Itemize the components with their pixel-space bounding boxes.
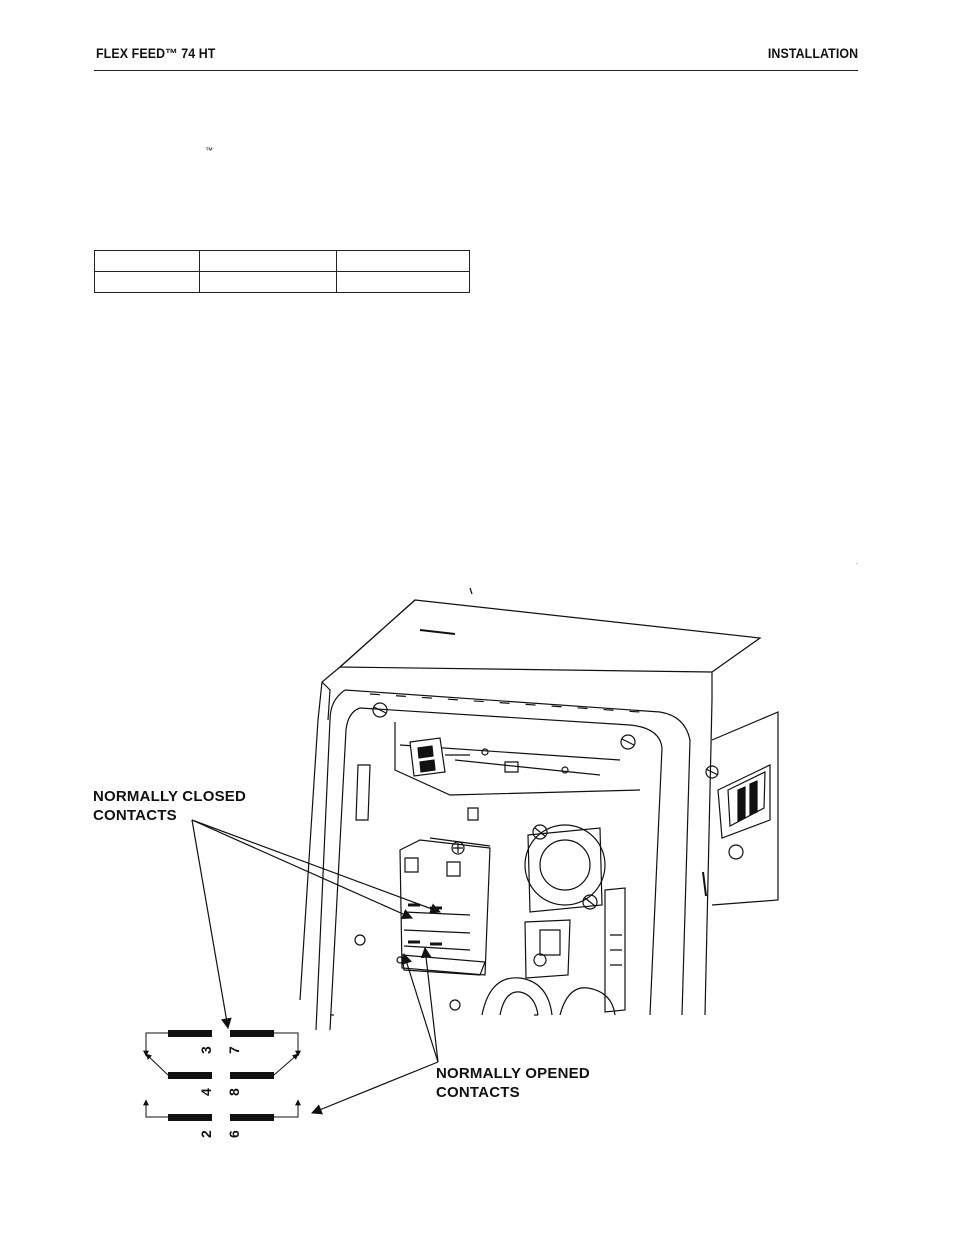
trademark-mark: ™ bbox=[205, 146, 213, 155]
header-product-title: FLEX FEED™ 74 HT bbox=[96, 46, 216, 61]
header-section-title: INSTALLATION bbox=[767, 46, 858, 61]
contact-number-8: 8 bbox=[226, 1088, 242, 1096]
contact-number-7: 7 bbox=[226, 1046, 242, 1054]
normally-closed-contacts-label: NORMALLY CLOSED CONTACTS bbox=[93, 788, 247, 824]
contact-number-2: 2 bbox=[198, 1130, 214, 1138]
table-cell bbox=[336, 271, 470, 293]
header-rule bbox=[94, 70, 858, 71]
table-row bbox=[94, 271, 470, 293]
stray-mark: . bbox=[856, 560, 858, 566]
contact-number-3: 3 bbox=[198, 1046, 214, 1054]
spec-table bbox=[94, 250, 470, 293]
callout-leader-lines bbox=[191, 819, 442, 1115]
feeder-housing-drawing bbox=[299, 587, 779, 1031]
contact-number-4: 4 bbox=[198, 1088, 214, 1096]
contact-number-6: 6 bbox=[226, 1130, 242, 1138]
contact-schematic: 3 7 4 8 2 6 bbox=[143, 1030, 301, 1138]
table-row bbox=[94, 250, 470, 272]
normally-opened-contacts-label: NORMALLY OPENED CONTACTS bbox=[436, 1065, 590, 1101]
